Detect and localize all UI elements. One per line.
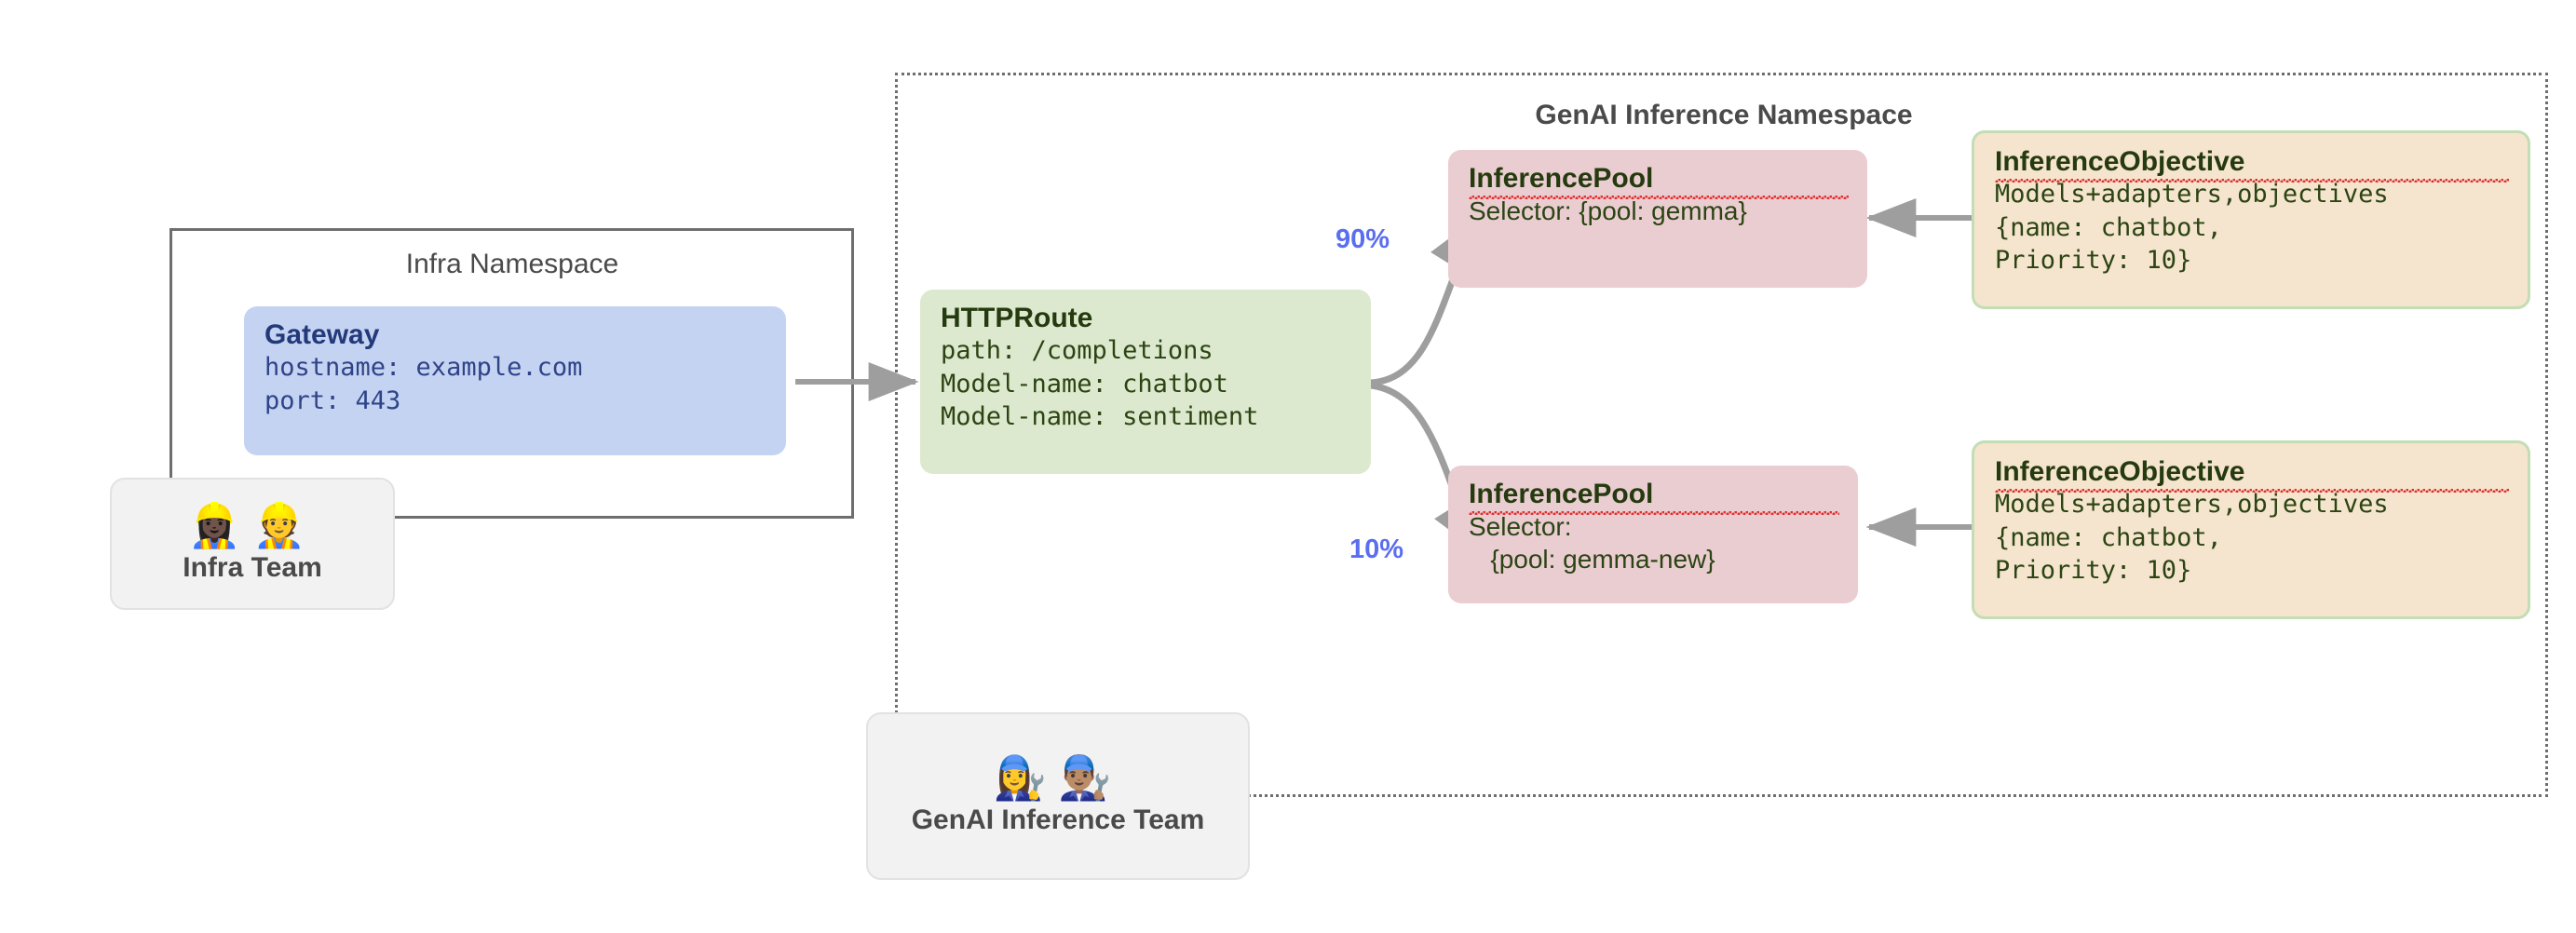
gateway-hostname: hostname: example.com — [264, 352, 583, 382]
inferencepool-title-gemma: InferencePool — [1469, 163, 1849, 199]
infra-team-label: Infra Team — [183, 552, 322, 583]
inferenceobjective-models-2: Models+adapters,objectives — [1995, 489, 2389, 519]
inferencepool-selector-label-gemma-new: Selector: — [1469, 511, 1572, 541]
weight-label-90: 90% — [1335, 224, 1390, 254]
inferencepool-title-gemma-new: InferencePool — [1469, 479, 1839, 515]
gateway-title: Gateway — [264, 319, 380, 350]
genai-inference-team-avatars: 👩‍🔧👨🏽‍🔧 — [993, 753, 1123, 802]
inferencepool-card-gemma[interactable]: InferencePool Selector: {pool: gemma} — [1448, 150, 1867, 288]
inferenceobjective-title-2: InferenceObjective — [1995, 456, 2509, 493]
inferenceobjective-name-2: {name: chatbot, — [1995, 522, 2222, 552]
infra-namespace-title: Infra Namespace — [405, 249, 619, 279]
infra-team-chip[interactable]: 👷🏿‍♀️👷 Infra Team — [110, 478, 395, 610]
httproute-path: path: /completions — [941, 335, 1213, 365]
genai-inference-namespace-title: GenAI Inference Namespace — [1535, 100, 1913, 130]
httproute-card[interactable]: HTTPRoute path: /completions Model-name:… — [920, 290, 1371, 474]
inferenceobjective-card-2[interactable]: InferenceObjective Models+adapters,objec… — [1972, 440, 2530, 619]
httproute-title: HTTPRoute — [941, 303, 1093, 333]
inferenceobjective-card-1[interactable]: InferenceObjective Models+adapters,objec… — [1972, 130, 2530, 309]
inferenceobjective-name-1: {name: chatbot, — [1995, 212, 2222, 242]
infra-team-avatars: 👷🏿‍♀️👷 — [187, 501, 318, 549]
inferencepool-card-gemma-new[interactable]: InferencePool Selector: {pool: gemma-new… — [1448, 466, 1858, 603]
inferenceobjective-priority-2: Priority: 10} — [1995, 556, 2192, 586]
inferenceobjective-priority-1: Priority: 10} — [1995, 246, 2192, 276]
inferenceobjective-title-1: InferenceObjective — [1995, 146, 2509, 183]
genai-inference-namespace-container — [895, 73, 2548, 797]
genai-inference-team-chip[interactable]: 👩‍🔧👨🏽‍🔧 GenAI Inference Team — [866, 712, 1250, 880]
httproute-model-name-chatbot: Model-name: chatbot — [941, 369, 1228, 399]
weight-label-10: 10% — [1349, 534, 1404, 564]
gateway-card[interactable]: Gateway hostname: example.com port: 443 — [244, 306, 786, 455]
genai-inference-team-label: GenAI Inference Team — [911, 805, 1205, 835]
httproute-model-name-sentiment: Model-name: sentiment — [941, 402, 1259, 432]
inferencepool-selector-value-gemma-new: {pool: gemma-new} — [1469, 545, 1715, 575]
infra-namespace-container — [169, 228, 854, 519]
inferencepool-selector-gemma: Selector: {pool: gemma} — [1469, 196, 1747, 225]
gateway-port: port: 443 — [264, 385, 401, 415]
inferenceobjective-models-1: Models+adapters,objectives — [1995, 179, 2389, 209]
